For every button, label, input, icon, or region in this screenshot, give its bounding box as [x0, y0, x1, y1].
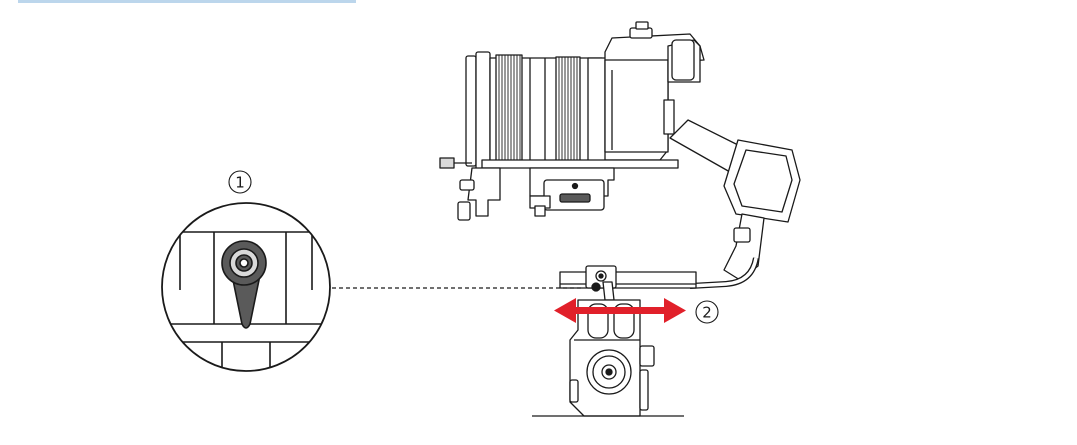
gimbal-base-plate — [559, 265, 697, 301]
zoom-lever — [232, 279, 260, 329]
lens-support-screw — [439, 157, 455, 169]
step-marker-1-label: 1 — [235, 174, 245, 192]
step-marker-2: 2 — [695, 300, 719, 324]
gimbal-handle — [532, 299, 684, 417]
header-accent-bar — [18, 0, 356, 3]
safety-lock-button — [591, 282, 601, 292]
base-lever — [602, 281, 615, 301]
gimbal-tilt-arm — [669, 119, 801, 289]
focus-ring — [495, 54, 523, 168]
step-marker-1: 1 — [228, 170, 252, 194]
slide-direction-arrow — [554, 298, 686, 323]
camera-illustration — [439, 21, 705, 221]
step-marker-2-label: 2 — [702, 304, 712, 322]
zoom-detail-callout — [161, 202, 331, 372]
